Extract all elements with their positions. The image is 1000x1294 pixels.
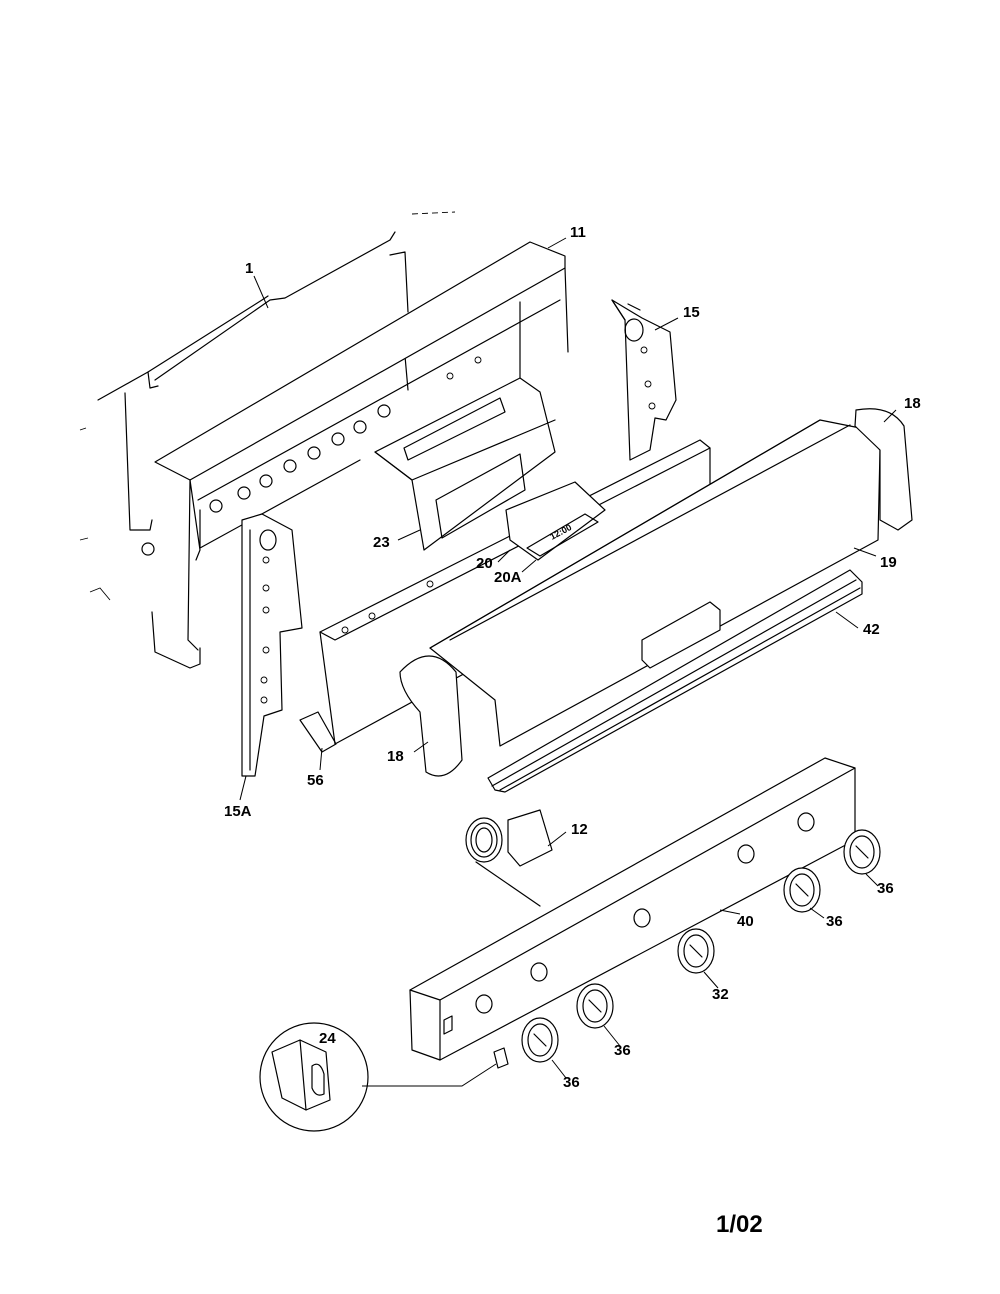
label-part-11: 11	[570, 224, 586, 241]
label-part-12: 12	[571, 821, 588, 838]
display-bracket-part-23	[374, 377, 556, 551]
label-part-36-right: 36	[826, 913, 843, 930]
knob-part-36-left	[521, 1017, 559, 1063]
label-part-15a: 15A	[224, 803, 252, 820]
rear-frame-part-1	[79, 211, 456, 669]
knob-part-36-middle	[576, 983, 614, 1029]
control-panel-part-19	[429, 419, 881, 747]
knob-part-36-far-right	[843, 829, 881, 875]
clock-part-20: 12:00	[505, 481, 606, 561]
end-cap-right-part-18	[854, 408, 913, 531]
label-part-56: 56	[307, 772, 324, 789]
label-part-40: 40	[737, 913, 754, 930]
label-part-18-right: 18	[904, 395, 921, 412]
end-bracket-part-15a	[241, 513, 303, 777]
part-labels: 1 11 15 18 19 42 23 20 20A 18 56 15A 12 …	[224, 224, 921, 1091]
end-bracket-part-15	[611, 299, 677, 461]
label-part-32: 32	[712, 986, 729, 1003]
page-number: 1/02	[716, 1211, 763, 1238]
knob-part-36-right	[783, 867, 821, 913]
label-part-36-left: 36	[563, 1074, 580, 1091]
label-part-1: 1	[245, 260, 253, 277]
back-panel-part-11	[154, 241, 569, 651]
thermostat-part-12	[465, 809, 553, 907]
label-part-15: 15	[683, 304, 700, 321]
control-manifold-part-40	[409, 757, 856, 1061]
label-part-18-left: 18	[387, 748, 404, 765]
trim-strip-part-42	[487, 569, 863, 793]
label-part-36-far-right: 36	[877, 880, 894, 897]
end-cap-left-part-18	[399, 655, 463, 777]
label-part-20: 20	[476, 555, 493, 572]
leader-lines	[239, 237, 897, 1079]
knob-part-32	[677, 928, 715, 974]
label-part-42: 42	[863, 621, 880, 638]
switch-detail-callout-part-24	[259, 1022, 509, 1132]
label-part-23: 23	[373, 534, 390, 551]
label-part-24: 24	[319, 1030, 336, 1047]
label-part-20a: 20A	[494, 569, 522, 586]
label-part-19: 19	[880, 554, 897, 571]
label-part-36-middle: 36	[614, 1042, 631, 1059]
